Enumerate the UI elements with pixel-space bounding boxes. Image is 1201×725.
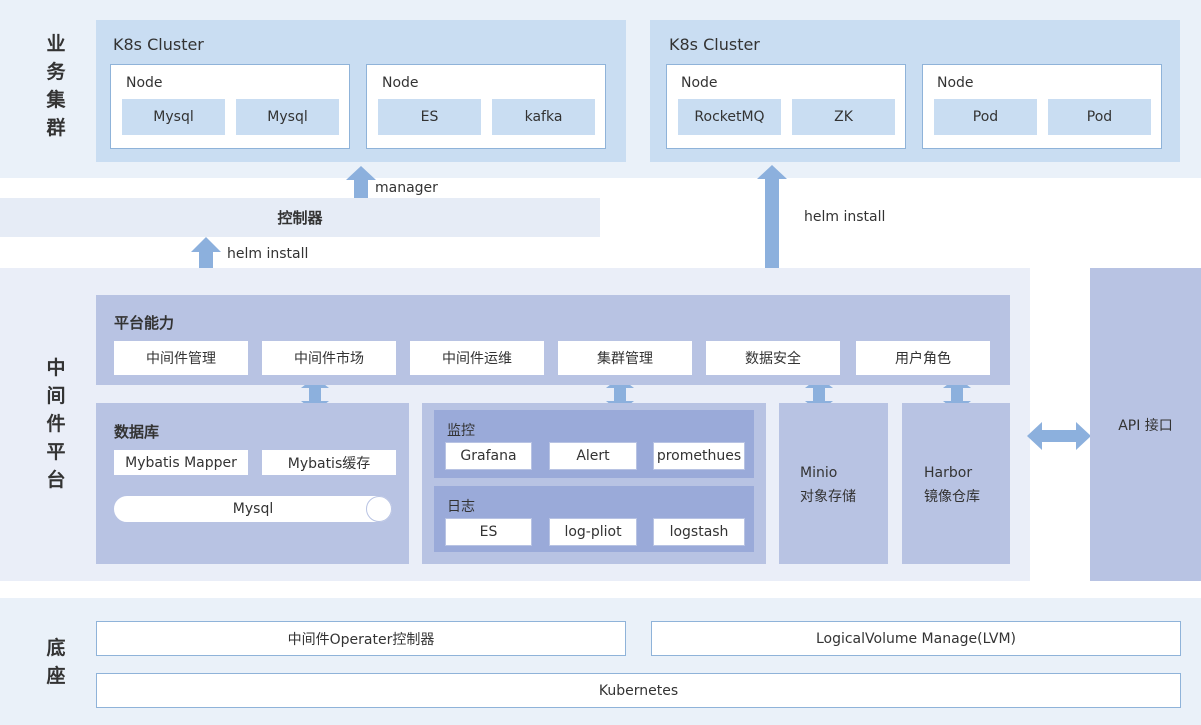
harbor-name: Harbor	[924, 465, 973, 481]
service-chip: Pod	[1048, 99, 1151, 135]
node-box: Node ES kafka	[366, 64, 606, 149]
node-box: Node Pod Pod	[922, 64, 1162, 149]
node-box: Node RocketMQ ZK	[666, 64, 906, 149]
operator-controller-box: 中间件Operater控制器	[96, 621, 626, 656]
capability-item: 中间件管理	[113, 340, 249, 376]
cluster-title: K8s Cluster	[669, 35, 760, 54]
database-title: 数据库	[114, 423, 160, 441]
database-item: Mybatis缓存	[261, 449, 397, 476]
double-arrow-api	[1027, 422, 1091, 450]
capability-item: 中间件市场	[261, 340, 397, 376]
platform-capabilities: 平台能力 中间件管理 中间件市场 中间件运维 集群管理 数据安全 用户角色	[96, 295, 1010, 385]
api-panel: API 接口	[1090, 268, 1201, 581]
toggle-knob	[366, 496, 392, 522]
service-chip: kafka	[492, 99, 595, 135]
helm-install-right-label: helm install	[804, 209, 886, 225]
harbor-panel: Harbor 镜像仓库	[902, 403, 1010, 564]
logs-item: ES	[445, 518, 532, 546]
capability-item: 集群管理	[557, 340, 693, 376]
minio-panel: Minio 对象存储	[779, 403, 888, 564]
platform-title: 平台能力	[114, 314, 175, 332]
monitoring-title: 监控	[447, 423, 475, 439]
service-chip: Pod	[934, 99, 1037, 135]
helm-install-right-arrow	[757, 165, 787, 268]
helm-install-left-arrow	[191, 237, 221, 268]
section-label-middleware: 中间件平台	[46, 357, 66, 491]
capability-item: 数据安全	[705, 340, 841, 376]
section-label-business: 业务集群	[46, 33, 66, 139]
node-title: Node	[126, 75, 163, 91]
node-box: Node Mysql Mysql	[110, 64, 350, 149]
helm-install-left-label: helm install	[227, 246, 309, 262]
logs-title: 日志	[447, 499, 475, 515]
mysql-toggle: Mysql	[113, 495, 393, 523]
node-title: Node	[681, 75, 718, 91]
minio-name: Minio	[800, 465, 838, 481]
section-label-base: 底座	[46, 637, 66, 687]
api-label: API 接口	[1118, 417, 1173, 434]
controller-box: 控制器	[0, 198, 600, 237]
monitoring-item: Alert	[549, 442, 637, 470]
database-panel: 数据库 Mybatis Mapper Mybatis缓存 Mysql	[96, 403, 409, 564]
logs-item: logstash	[653, 518, 745, 546]
monitoring-item: Grafana	[445, 442, 532, 470]
service-chip: ZK	[792, 99, 895, 135]
node-title: Node	[937, 75, 974, 91]
capability-item: 用户角色	[855, 340, 991, 376]
k8s-cluster-2: K8s Cluster Node RocketMQ ZK Node Pod Po…	[650, 20, 1180, 162]
monitoring-item: promethues	[653, 442, 745, 470]
minio-desc: 对象存储	[800, 489, 856, 505]
node-title: Node	[382, 75, 419, 91]
mysql-toggle-label: Mysql	[232, 501, 274, 517]
service-chip: ES	[378, 99, 481, 135]
harbor-desc: 镜像仓库	[924, 489, 980, 505]
manager-label: manager	[375, 180, 438, 196]
k8s-cluster-1: K8s Cluster Node Mysql Mysql Node ES kaf…	[96, 20, 626, 162]
service-chip: RocketMQ	[678, 99, 781, 135]
monitoring-panel: 监控 Grafana Alert promethues 日志 ES log-pl…	[422, 403, 766, 564]
database-item: Mybatis Mapper	[113, 449, 249, 476]
kubernetes-box: Kubernetes	[96, 673, 1181, 708]
logs-subpanel: 日志 ES log-pliot logstash	[434, 486, 754, 552]
service-chip: Mysql	[236, 99, 339, 135]
cluster-title: K8s Cluster	[113, 35, 204, 54]
manager-arrow	[346, 166, 376, 198]
lvm-box: LogicalVolume Manage(LVM)	[651, 621, 1181, 656]
monitoring-subpanel: 监控 Grafana Alert promethues	[434, 410, 754, 478]
service-chip: Mysql	[122, 99, 225, 135]
capability-item: 中间件运维	[409, 340, 545, 376]
logs-item: log-pliot	[549, 518, 637, 546]
